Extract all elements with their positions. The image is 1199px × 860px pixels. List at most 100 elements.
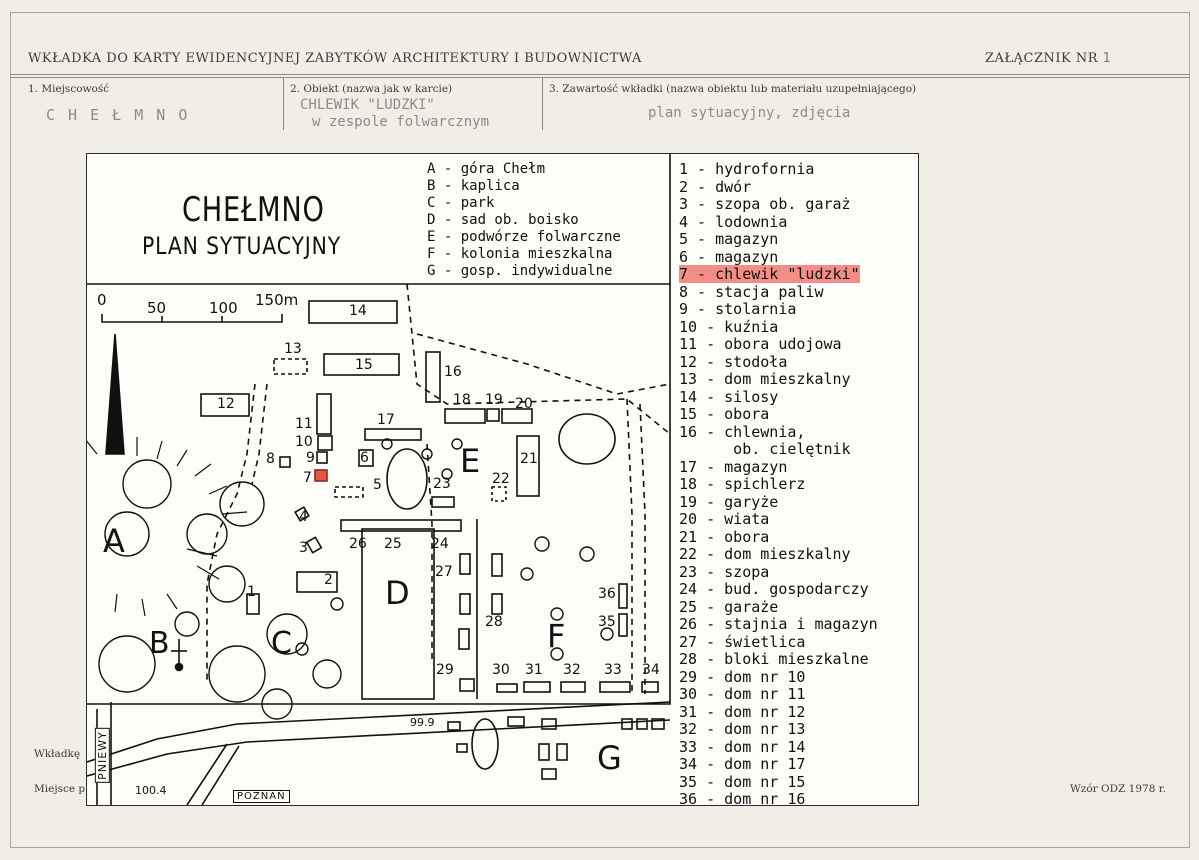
building-31 xyxy=(523,681,551,693)
field-3-label: 3. Zawartość wkładki (nazwa obiektu lub … xyxy=(549,83,917,95)
building-9 xyxy=(316,451,328,464)
label-12: 12 xyxy=(217,396,235,412)
pond-e xyxy=(386,448,428,510)
field-divider-2 xyxy=(542,77,543,130)
area-f-label: F xyxy=(547,617,566,655)
label-22: 22 xyxy=(492,471,510,487)
site-plan-drawing xyxy=(87,154,671,805)
label-27: 27 xyxy=(435,564,453,580)
legend-item: 26 - stajnia i magazyn xyxy=(679,615,878,633)
legend-item: 24 - bud. gospodarczy xyxy=(679,580,869,598)
building-4 xyxy=(294,506,310,522)
legend-item: 8 - stacja paliw xyxy=(679,282,824,301)
legend-item: 33 - dom nr 14 xyxy=(679,737,806,756)
legend-item-highlighted: 7 - chlewik "ludzki" xyxy=(679,265,878,284)
building-13 xyxy=(273,358,308,375)
legend-item: 20 - wiata xyxy=(679,510,770,528)
plan-subtitle: PLAN SYTUACYJNY xyxy=(142,232,342,260)
building-11 xyxy=(316,393,332,435)
map-border xyxy=(87,283,671,705)
area-legend-item: B - kaplica xyxy=(427,178,520,194)
legend-item: ob. cielętnik xyxy=(679,440,851,458)
legend-item: 21 - obora xyxy=(679,527,770,546)
field-3-value: plan sytuacyjny, zdjęcia xyxy=(648,105,851,121)
area-legend-item: G - gosp. indywidualne xyxy=(427,263,613,279)
legend-item: 27 - świetlica xyxy=(679,632,806,651)
label-6: 6 xyxy=(360,450,369,466)
legend-item: 28 - bloki mieszkalne xyxy=(679,650,869,668)
building-17 xyxy=(364,428,422,441)
label-30: 30 xyxy=(492,662,510,678)
building-35 xyxy=(618,613,628,637)
header-divider-2 xyxy=(10,77,1190,78)
label-18: 18 xyxy=(453,392,471,408)
card-frame xyxy=(10,12,1190,848)
building-10 xyxy=(317,435,333,451)
building-21 xyxy=(516,435,540,497)
footer-miejsce: Miejsce p xyxy=(34,783,86,795)
building-legend: 1 - hydrofornia 2 - dwór 3 - szopa ob. g… xyxy=(679,160,878,809)
north-arrow xyxy=(105,333,125,455)
area-a-label: A xyxy=(103,522,125,560)
label-5: 5 xyxy=(373,477,382,493)
building-3 xyxy=(305,536,323,554)
label-29: 29 xyxy=(436,662,454,678)
building-5 xyxy=(334,486,364,498)
label-28: 28 xyxy=(485,614,503,630)
legend-item: 18 - spichlerz xyxy=(679,475,806,493)
building-2 xyxy=(296,571,338,593)
area-g-label: G xyxy=(597,739,622,777)
area-legend: A - góra Chełm B - kaplica C - park D - … xyxy=(427,161,621,280)
road-label-poznan: POZNAŃ xyxy=(233,790,290,803)
footer-wzor: Wzór ODZ 1978 r. xyxy=(1070,783,1166,795)
area-legend-item: A - góra Chełm xyxy=(427,161,546,177)
road-main xyxy=(87,701,671,763)
field-2-label: 2. Obiekt (nazwa jak w karcie) xyxy=(290,83,453,95)
label-20: 20 xyxy=(515,396,533,412)
tree xyxy=(219,481,265,527)
building-8 xyxy=(279,456,291,468)
label-33: 33 xyxy=(604,662,622,678)
highlight-chlewik: 7 - chlewik "ludzki" xyxy=(679,265,860,283)
label-9: 9 xyxy=(306,450,315,466)
road-label-pniewy: PNIEWY xyxy=(94,728,110,783)
label-23: 23 xyxy=(433,476,451,492)
legend-item: 15 - obora xyxy=(679,405,770,423)
label-21: 21 xyxy=(520,451,538,467)
label-10: 10 xyxy=(295,434,313,450)
building-27 xyxy=(459,553,471,575)
label-17: 17 xyxy=(377,412,395,428)
area-e-label: E xyxy=(460,442,481,480)
legend-item: 16 - chlewnia, xyxy=(679,422,806,441)
plan-title: CHEŁMNO xyxy=(182,190,325,230)
scale-0: 0 xyxy=(97,291,107,309)
building-14 xyxy=(308,300,398,324)
label-1: 1 xyxy=(247,584,256,600)
area-d-label: D xyxy=(385,574,410,612)
legend-item: 36 - dom nr 16 xyxy=(679,790,806,808)
label-4: 4 xyxy=(299,509,308,525)
scale-150m: 150m xyxy=(255,291,299,309)
legend-item: 13 - dom mieszkalny xyxy=(679,370,851,388)
label-16: 16 xyxy=(444,364,462,380)
field-1-label: 1. Miejscowość xyxy=(28,83,110,95)
field-2-value-line2: w zespole folwarcznym xyxy=(312,114,490,130)
site-plan: CHEŁMNO PLAN SYTUACYJNY A - góra Chełm B… xyxy=(86,153,919,809)
building-33 xyxy=(599,681,631,693)
building-23 xyxy=(431,496,455,508)
area-d-outline xyxy=(361,528,435,700)
pond-g xyxy=(471,718,499,770)
legend-item: 4 - lodownia xyxy=(679,212,788,231)
elevation-99-9: 99.9 xyxy=(410,716,435,729)
building-12 xyxy=(200,393,250,417)
path-east xyxy=(406,283,671,435)
card-title: WKŁADKA DO KARTY EWIDENCYJNEJ ZABYTKÓW A… xyxy=(28,51,642,66)
area-legend-item: E - podwórze folwarczne xyxy=(427,229,621,245)
building-1 xyxy=(246,593,260,615)
building-30 xyxy=(496,683,518,693)
legend-item: 2 - dwór xyxy=(679,177,752,196)
field-1-value: C H E Ł M N O xyxy=(46,106,190,124)
label-35: 35 xyxy=(598,614,616,630)
label-13: 13 xyxy=(284,341,302,357)
label-34: 34 xyxy=(642,662,660,678)
